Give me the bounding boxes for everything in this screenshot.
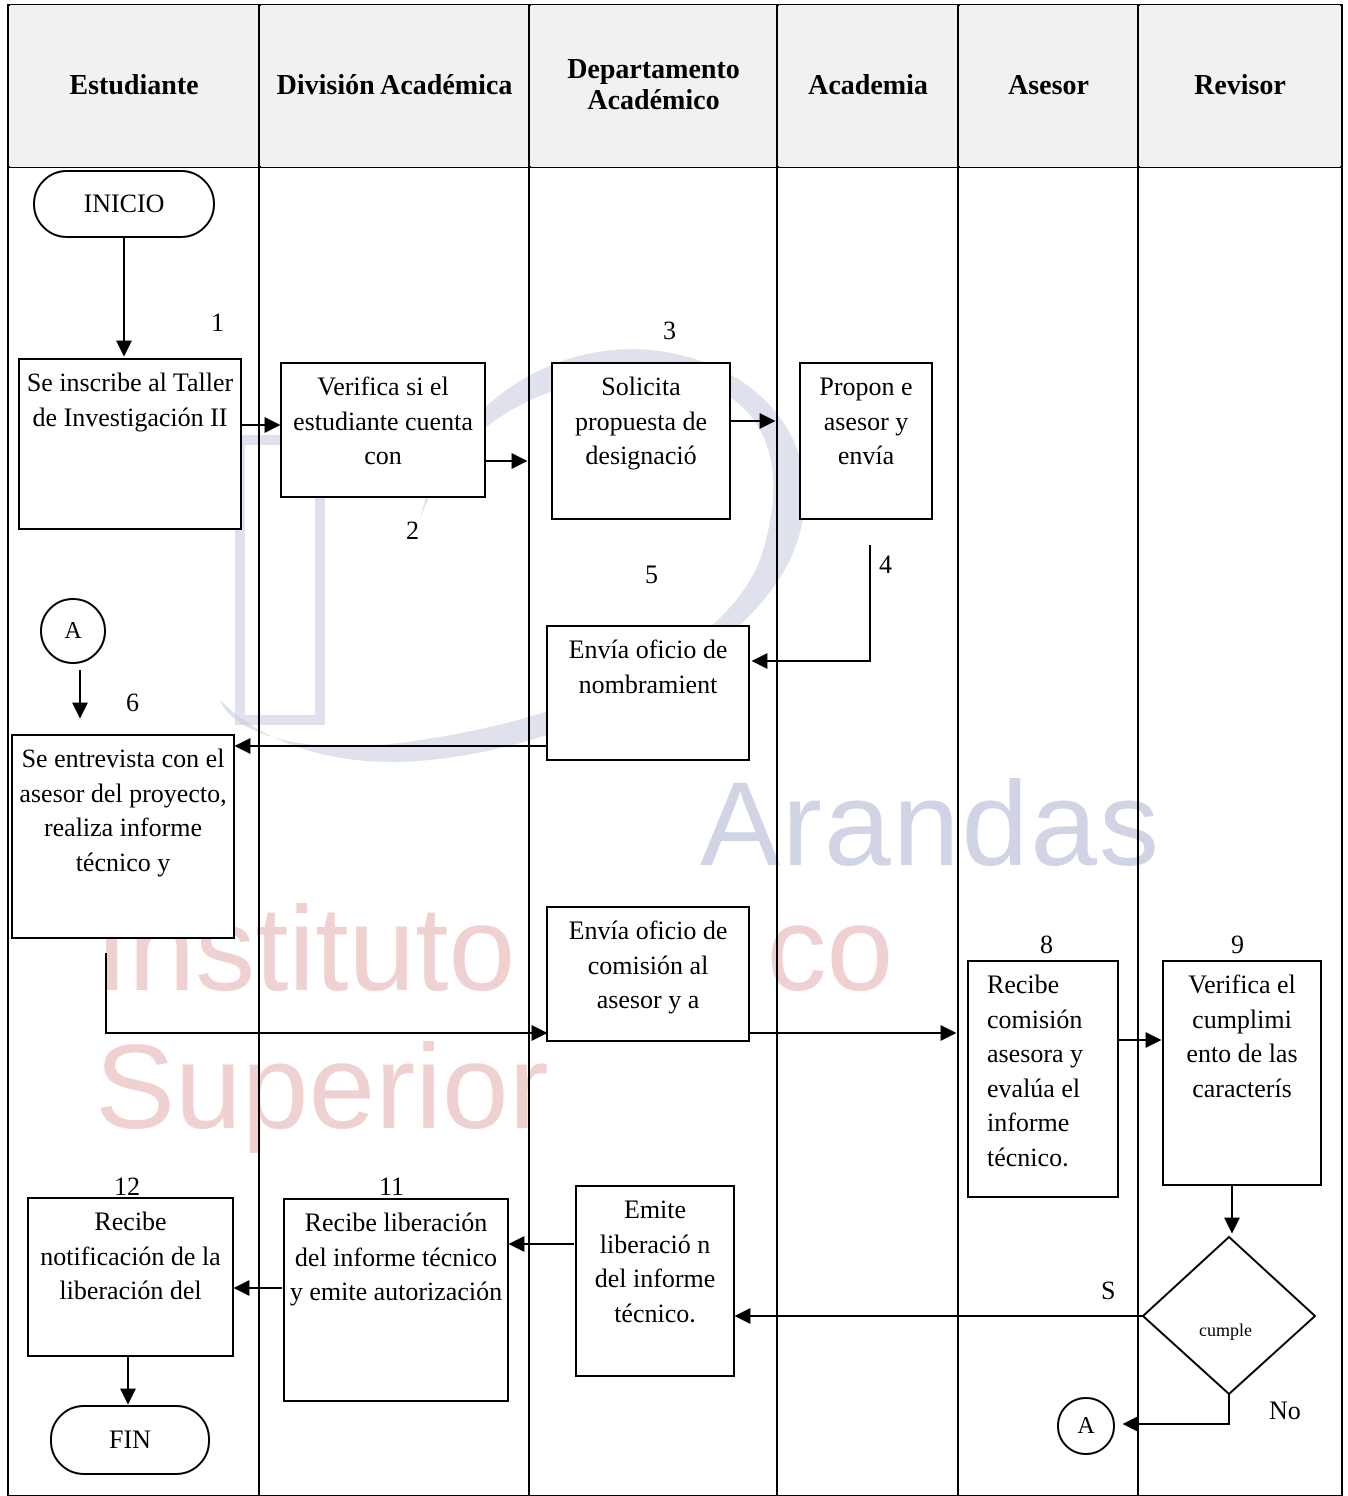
- step-number-11: 11: [379, 1172, 405, 1201]
- step-number-1: 1: [211, 308, 224, 337]
- step-number-4: 4: [879, 550, 892, 579]
- connector-a-bottom: A: [1057, 1397, 1115, 1455]
- step-7-box: Envía oficio de comisión al asesor y a: [546, 906, 750, 1042]
- step-number-9: 9: [1231, 930, 1244, 959]
- step-number-3: 3: [663, 316, 676, 345]
- step-5-box: Envía oficio de nombramient: [546, 625, 750, 761]
- lane-header-departamento-academico: Departamento Académico: [531, 5, 776, 167]
- lane-header-estudiante: Estudiante: [10, 5, 258, 167]
- step-3-box: Solicita propuesta de designació: [551, 362, 731, 520]
- step-number-5: 5: [645, 560, 658, 589]
- lane-header-revisor: Revisor: [1140, 5, 1340, 167]
- step-number-8: 8: [1040, 930, 1053, 959]
- step-2-box: Verifica si el estudiante cuenta con: [280, 362, 486, 498]
- lane-header-academia: Academia: [779, 5, 957, 167]
- step-9-box: Verifica el cumplimi ento de las caracte…: [1162, 960, 1322, 1186]
- step-12-box: Recibe notificación de la liberación del: [27, 1197, 234, 1357]
- lane-header-asesor: Asesor: [960, 5, 1137, 167]
- lane-header-division-academica: División Académica: [261, 5, 528, 167]
- decision-no-label: No: [1269, 1396, 1301, 1425]
- step-11-box: Recibe liberación del informe técnico y …: [283, 1198, 509, 1402]
- step-1-box: Se inscribe al Taller de Investigación I…: [18, 358, 242, 530]
- step-8-box: Recibe comisión asesora y evalúa el info…: [967, 960, 1119, 1198]
- step-4-box: Propon e asesor y envía: [799, 362, 933, 520]
- end-terminal: FIN: [50, 1405, 210, 1475]
- start-terminal: INICIO: [33, 170, 215, 238]
- connector-a-top: A: [40, 598, 106, 664]
- step-number-12: 12: [114, 1172, 140, 1201]
- step-number-2: 2: [406, 516, 419, 545]
- step-10-box: Emite liberació n del informe técnico.: [575, 1185, 735, 1377]
- step-6-box: Se entrevista con el asesor del proyecto…: [11, 734, 235, 939]
- decision-yes-label: S: [1101, 1276, 1116, 1305]
- step-number-6: 6: [126, 688, 139, 717]
- decision-text: cumple: [1199, 1320, 1252, 1340]
